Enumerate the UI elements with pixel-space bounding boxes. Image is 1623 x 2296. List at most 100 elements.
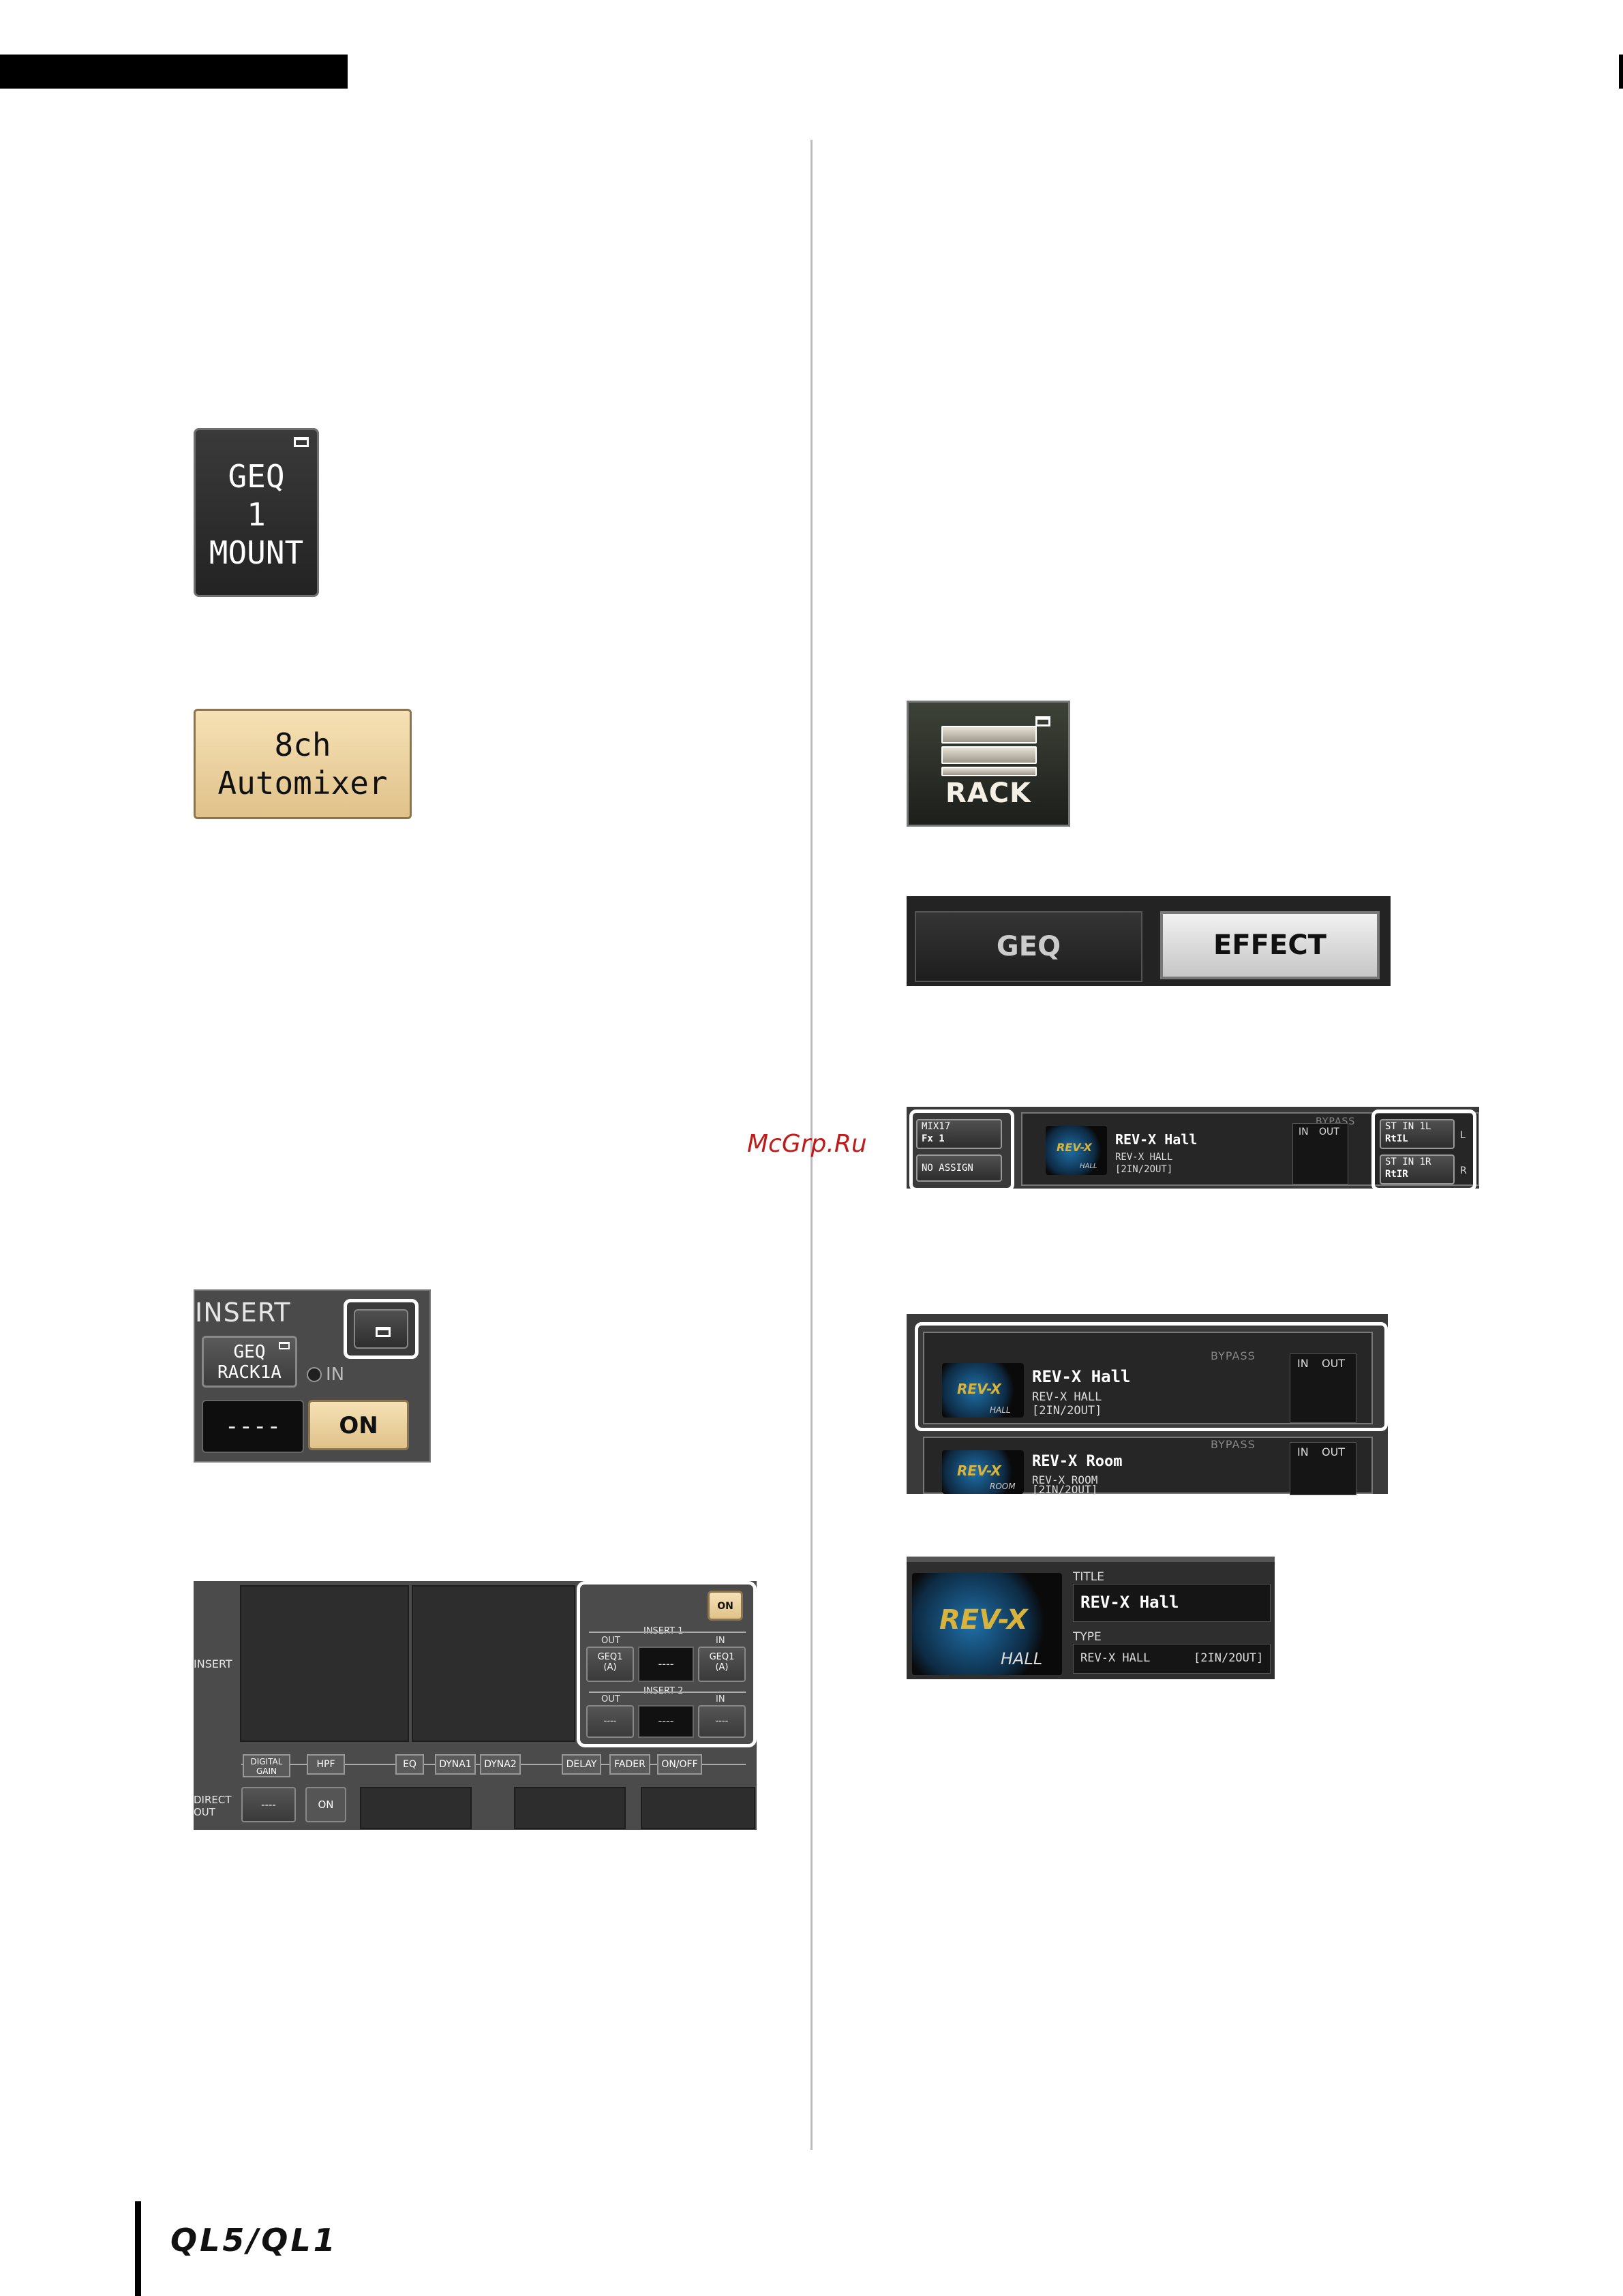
popup-icon: [279, 1342, 290, 1349]
insert-point-display[interactable]: ----: [202, 1400, 304, 1453]
effect-unit-1[interactable]: REV-X HALL REV-X Hall REV-X HALL [2IN/2O…: [923, 1332, 1373, 1424]
unit1-io-meter: IN OUT: [1290, 1353, 1356, 1423]
automixer-button[interactable]: 8ch Automixer: [194, 709, 412, 819]
output-slot-1-line2: RtIL: [1385, 1133, 1408, 1144]
insert-row-label: INSERT: [194, 1657, 232, 1670]
direct-out-on-button[interactable]: ON: [305, 1787, 346, 1822]
channel-insert-screen: INSERT ON INSERT 1 OUT IN GEQ1 (A) ---- …: [194, 1581, 757, 1830]
insert-in-led: [307, 1367, 322, 1382]
plugin-slot-1[interactable]: [240, 1585, 409, 1742]
insert1-out-button[interactable]: GEQ1 (A): [586, 1647, 634, 1682]
tab-geq[interactable]: GEQ: [915, 911, 1142, 982]
flow-fader[interactable]: FADER: [609, 1754, 650, 1775]
plugin-slot-2[interactable]: [412, 1585, 575, 1742]
effect-name: REV-X Hall: [1115, 1131, 1198, 1148]
insert-popup-button-face: [354, 1309, 408, 1349]
revx-logo-icon: REV-X ROOM: [942, 1450, 1024, 1494]
flow-hpf[interactable]: HPF: [307, 1754, 345, 1775]
header-bar: [0, 55, 348, 89]
revx-logo-icon: REV-X HALL: [942, 1363, 1024, 1418]
rack-unit-icon: [941, 767, 1037, 776]
automixer-line1: 8ch: [274, 726, 331, 763]
direct-out-label: DIRECT OUT: [194, 1794, 232, 1818]
effect-type: REV-X HALL: [1115, 1152, 1173, 1163]
insert2-in-button[interactable]: ----: [698, 1705, 746, 1738]
rack-tab-bar: GEQ EFFECT: [907, 896, 1391, 986]
unit2-io: [2IN/2OUT]: [1032, 1483, 1098, 1496]
input-slot-1-line1: MIX17: [922, 1121, 951, 1132]
direct-out-point-button[interactable]: ----: [241, 1787, 296, 1822]
output-slot-2-line1: ST IN 1R: [1385, 1157, 1431, 1167]
selected-unit-highlight: [915, 1322, 1388, 1431]
output-slot-2-line2: RtIR: [1385, 1169, 1408, 1180]
insert-popup-button[interactable]: [344, 1299, 419, 1359]
insert1-in-button[interactable]: GEQ1 (A): [698, 1647, 746, 1682]
insert-geq-button[interactable]: GEQ RACK1A: [202, 1336, 297, 1388]
insert-on-button[interactable]: ON: [308, 1400, 409, 1450]
geq-mount-line1: GEQ: [228, 458, 285, 495]
flow-dyna1[interactable]: DYNA1: [435, 1754, 476, 1775]
insert2-label: INSERT 2: [643, 1686, 683, 1696]
effect-io: [2IN/2OUT]: [1115, 1164, 1173, 1175]
insert2-out-label: OUT: [601, 1694, 620, 1704]
popup-icon: [294, 437, 309, 447]
output-slot-1[interactable]: ST IN 1L RtIL: [1380, 1119, 1455, 1149]
insert1-point-display[interactable]: ----: [638, 1647, 694, 1682]
output-assign-highlight: [1371, 1109, 1476, 1191]
insert2-divider: [589, 1692, 746, 1693]
flow-digital-gain[interactable]: DIGITAL GAIN: [243, 1754, 290, 1777]
flow-delay[interactable]: DELAY: [562, 1754, 601, 1775]
product-logo: QL5/QL1: [170, 2222, 338, 2259]
unit2-bypass-label: BYPASS: [1211, 1438, 1256, 1451]
effect-unit-2[interactable]: REV-X ROOM REV-X Room REV-X ROOM [2IN/2O…: [923, 1437, 1373, 1496]
direct-out-slot-3: [641, 1787, 755, 1829]
insert-geq-line1: GEQ: [233, 1342, 266, 1362]
header-right-mark: [1619, 55, 1623, 89]
io-meter: IN OUT: [1292, 1123, 1348, 1184]
geq-mount-line2: 1: [247, 496, 266, 533]
meter-out-label: OUT: [1319, 1127, 1339, 1137]
insert1-in-label: IN: [716, 1636, 725, 1646]
insert2-in-label: IN: [716, 1694, 725, 1704]
revx-logo-text: REV-X: [939, 1604, 1028, 1636]
geq-mount-button[interactable]: GEQ 1 MOUNT: [194, 428, 319, 597]
title-value-field[interactable]: REV-X Hall: [1073, 1584, 1271, 1622]
revx-logo-text: REV-X: [957, 1463, 1001, 1479]
insert-title: INSERT: [195, 1298, 291, 1328]
popup-icon: [376, 1327, 391, 1337]
unit2-name: REV-X Room: [1032, 1453, 1123, 1470]
flow-eq[interactable]: EQ: [395, 1754, 424, 1775]
unit2-type: REV-X ROOM: [1032, 1473, 1098, 1486]
title-label: TITLE: [1073, 1570, 1104, 1584]
tab-effect[interactable]: EFFECT: [1160, 911, 1380, 979]
direct-out-slot-1: [360, 1787, 472, 1829]
revx-logo-text: REV-X: [1057, 1141, 1092, 1154]
rack-button[interactable]: RACK: [907, 701, 1070, 827]
insert2-point-display[interactable]: ----: [638, 1705, 694, 1738]
footer-bar: [135, 2201, 141, 2296]
flow-on-off[interactable]: ON/OFF: [657, 1754, 702, 1775]
popup-icon: [1035, 716, 1050, 726]
unit2-io-meter: IN OUT: [1290, 1442, 1356, 1495]
meter-in-label: IN: [1299, 1127, 1309, 1137]
output-slot-1-line1: ST IN 1L: [1385, 1121, 1431, 1132]
meter-out-label: OUT: [1322, 1445, 1346, 1458]
revx-logo-sub: HALL: [1001, 1649, 1043, 1668]
insert-section-highlight: [577, 1581, 757, 1747]
output-slot-2[interactable]: ST IN 1R RtIR: [1380, 1154, 1455, 1184]
insert-section-on-button[interactable]: ON: [708, 1591, 743, 1621]
output-r-label: R: [1460, 1165, 1467, 1176]
revx-logo-large-icon: REV-X HALL: [912, 1573, 1062, 1675]
type-label: TYPE: [1073, 1630, 1102, 1644]
insert2-out-button[interactable]: ----: [586, 1705, 634, 1738]
direct-out-slot-2: [514, 1787, 626, 1829]
insert1-divider: [589, 1632, 746, 1633]
insert-panel: INSERT GEQ RACK1A IN ---- ON: [194, 1289, 431, 1463]
output-l-label: L: [1460, 1130, 1466, 1141]
input-slot-2[interactable]: NO ASSIGN: [916, 1154, 1002, 1182]
flow-dyna2[interactable]: DYNA2: [480, 1754, 521, 1775]
input-slot-1[interactable]: MIX17 Fx 1: [916, 1119, 1002, 1149]
insert1-out-label: OUT: [601, 1636, 620, 1646]
revx-logo-sub: HALL: [1080, 1163, 1097, 1170]
effect-rack-strip: MIX17 Fx 1 NO ASSIGN REV-X HALL REV-X Ha…: [907, 1107, 1479, 1191]
